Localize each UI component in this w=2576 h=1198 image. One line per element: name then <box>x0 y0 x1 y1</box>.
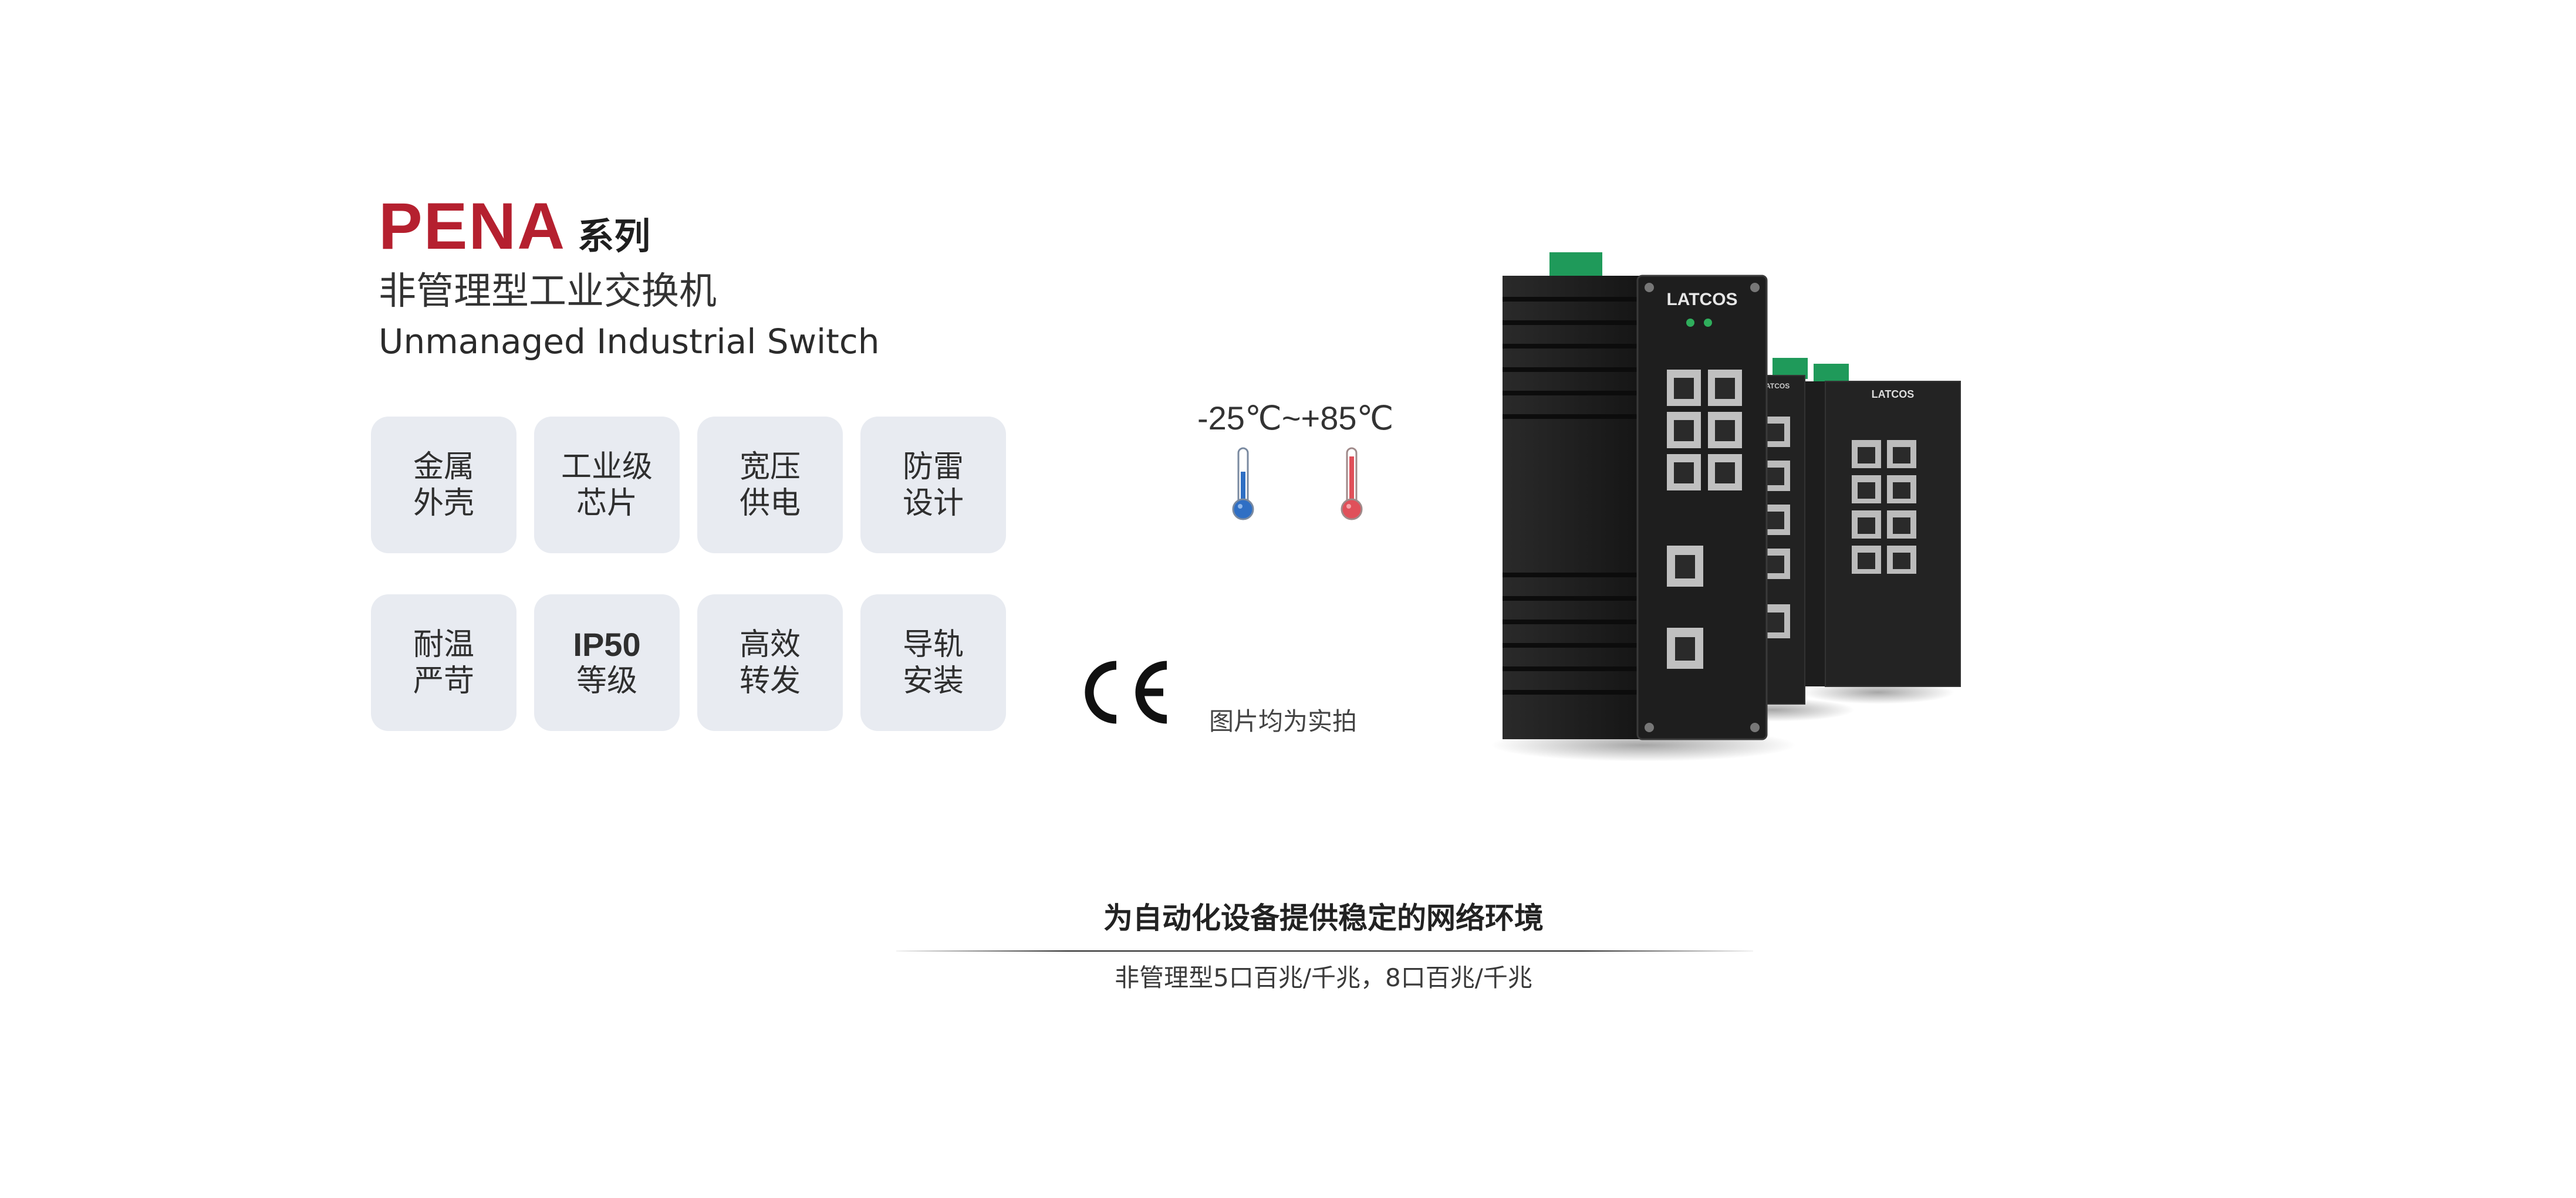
feature-tile-din-rail: 导轨安装 <box>860 594 1006 731</box>
product-image: LATCOS LATCOS <box>1491 252 1961 762</box>
feature-label: 安装 <box>902 663 964 699</box>
feature-tile-temperature: 耐温严苛 <box>371 594 516 731</box>
feature-label: 导轨 <box>902 627 964 662</box>
tagline-divider <box>896 950 1753 952</box>
feature-label: 芯片 <box>576 485 637 521</box>
subtitle-english: Unmanaged Industrial Switch <box>379 322 880 361</box>
feature-tile-industrial-chip: 工业级芯片 <box>534 417 680 553</box>
subtitle-chinese: 非管理型工业交换机 <box>379 270 717 313</box>
switch-brand-label: LATCOS <box>1761 382 1790 390</box>
switch-brand-label: LATCOS <box>1666 290 1737 309</box>
feature-tile-lightning-protection: 防雷设计 <box>860 417 1006 553</box>
feature-label: 高效 <box>739 627 801 662</box>
feature-label: 设计 <box>902 485 964 521</box>
feature-label: 外壳 <box>413 485 474 521</box>
feature-label: 等级 <box>576 663 637 699</box>
series-suffix: 系列 <box>578 215 651 258</box>
feature-label: 金属 <box>413 449 474 485</box>
switch-8port-finned: LATCOS <box>1503 252 1768 740</box>
feature-label: 转发 <box>739 663 801 699</box>
feature-label: 宽压 <box>739 449 801 485</box>
temperature-range: -25℃~+85℃ <box>1197 400 1394 436</box>
tagline-sub: 非管理型5口百兆/千兆，8口百兆/千兆 <box>1115 963 1532 992</box>
thermometer-hot-icon <box>1341 447 1363 520</box>
series-brand: PENA <box>379 189 566 263</box>
feature-label: 严苛 <box>413 663 474 699</box>
feature-tile-metal-case: 金属外壳 <box>371 417 516 553</box>
feature-tile-wide-voltage: 宽压供电 <box>697 417 843 553</box>
switch-8port: LATCOS <box>1784 364 1961 687</box>
switch-brand-label: LATCOS <box>1872 388 1915 400</box>
ce-mark-icon <box>1085 661 1167 724</box>
thermometer-cold-icon <box>1232 447 1254 520</box>
photo-note: 图片均为实拍 <box>1209 707 1358 736</box>
feature-label: 供电 <box>739 485 801 521</box>
feature-tile-forwarding: 高效转发 <box>697 594 843 731</box>
feature-label: 防雷 <box>902 449 964 485</box>
feature-label: 耐温 <box>413 627 474 662</box>
feature-label: IP50 <box>573 625 641 663</box>
tagline-main: 为自动化设备提供稳定的网络环境 <box>1103 901 1544 935</box>
feature-label: 工业级 <box>561 449 653 485</box>
